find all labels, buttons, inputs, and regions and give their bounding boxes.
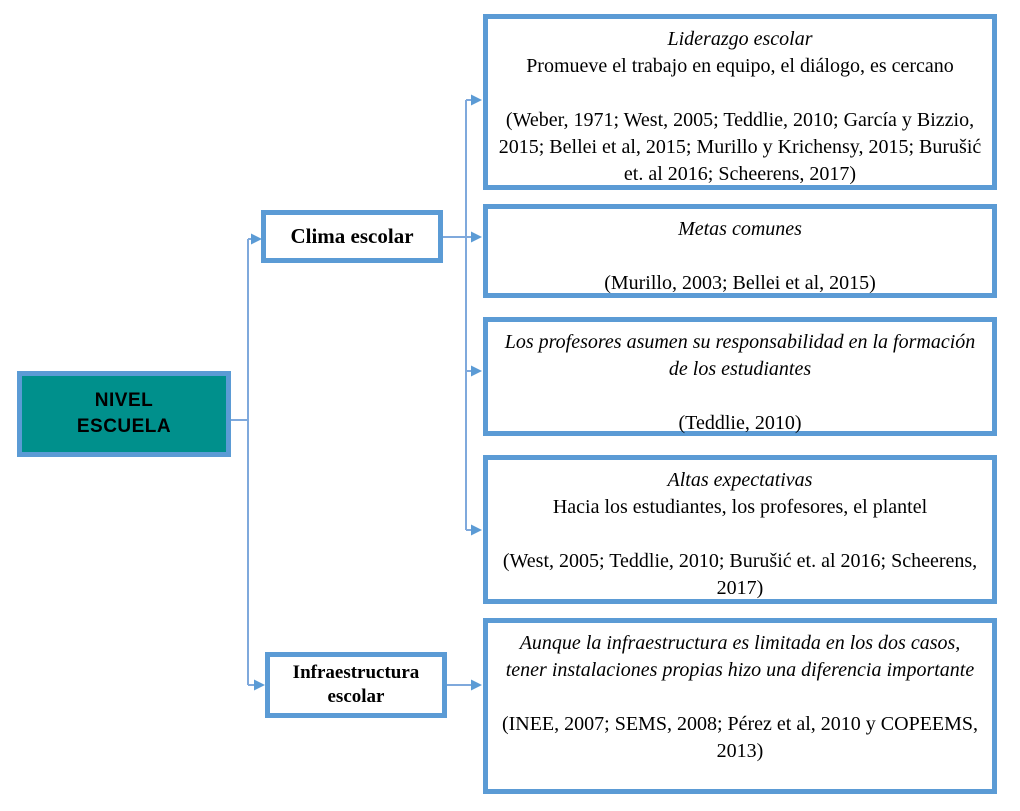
node-nivel-escuela-label: NIVEL ESCUELA [76, 390, 172, 437]
node-infraestructura-escolar-label: Infraestructura escolar [292, 662, 420, 707]
node-clima-escolar: Clima escolar [261, 210, 443, 263]
leaf-box-altas-expectativas: Altas expectativas Hacia los estudiantes… [483, 455, 997, 604]
node-infraestructura-escolar: Infraestructura escolar [265, 652, 447, 718]
leaf-subtitle: Hacia los estudiantes, los profesores, e… [552, 496, 928, 518]
arrowhead-leaf2-icon [471, 231, 482, 243]
arrowhead-leaf1-icon [471, 94, 482, 106]
leaf-box-infraestructura: Aunque la infraestructura es limitada en… [483, 618, 997, 794]
leaf-citation: (West, 2005; Teddlie, 2010; Burušić et. … [502, 550, 978, 599]
leaf-title: Liderazgo escolar [667, 28, 813, 50]
node-nivel-escuela: NIVEL ESCUELA [17, 371, 231, 457]
leaf-subtitle: Promueve el trabajo en equipo, el diálog… [526, 55, 954, 77]
leaf-title: Aunque la infraestructura es limitada en… [505, 632, 975, 681]
leaf-title: Altas expectativas [667, 469, 813, 491]
arrowhead-leaf3-icon [471, 365, 482, 377]
arrowhead-leaf4-icon [471, 524, 482, 536]
leaf-citation: (INEE, 2007; SEMS, 2008; Pérez et al, 20… [501, 713, 979, 762]
arrowhead-infra-icon [254, 679, 265, 691]
node-clima-escolar-label: Clima escolar [290, 224, 414, 249]
leaf-title: Metas comunes [678, 218, 802, 240]
leaf-box-responsabilidad-profesores: Los profesores asumen su responsabilidad… [483, 317, 997, 436]
arrowhead-leaf5-icon [471, 679, 482, 691]
leaf-box-metas-comunes: Metas comunes (Murillo, 2003; Bellei et … [483, 204, 997, 298]
leaf-citation: (Weber, 1971; West, 2005; Teddlie, 2010;… [498, 109, 982, 185]
leaf-citation: (Teddlie, 2010) [678, 412, 802, 434]
leaf-box-liderazgo-escolar: Liderazgo escolar Promueve el trabajo en… [483, 14, 997, 190]
leaf-citation: (Murillo, 2003; Bellei et al, 2015) [604, 272, 876, 294]
leaf-title: Los profesores asumen su responsabilidad… [504, 331, 976, 380]
